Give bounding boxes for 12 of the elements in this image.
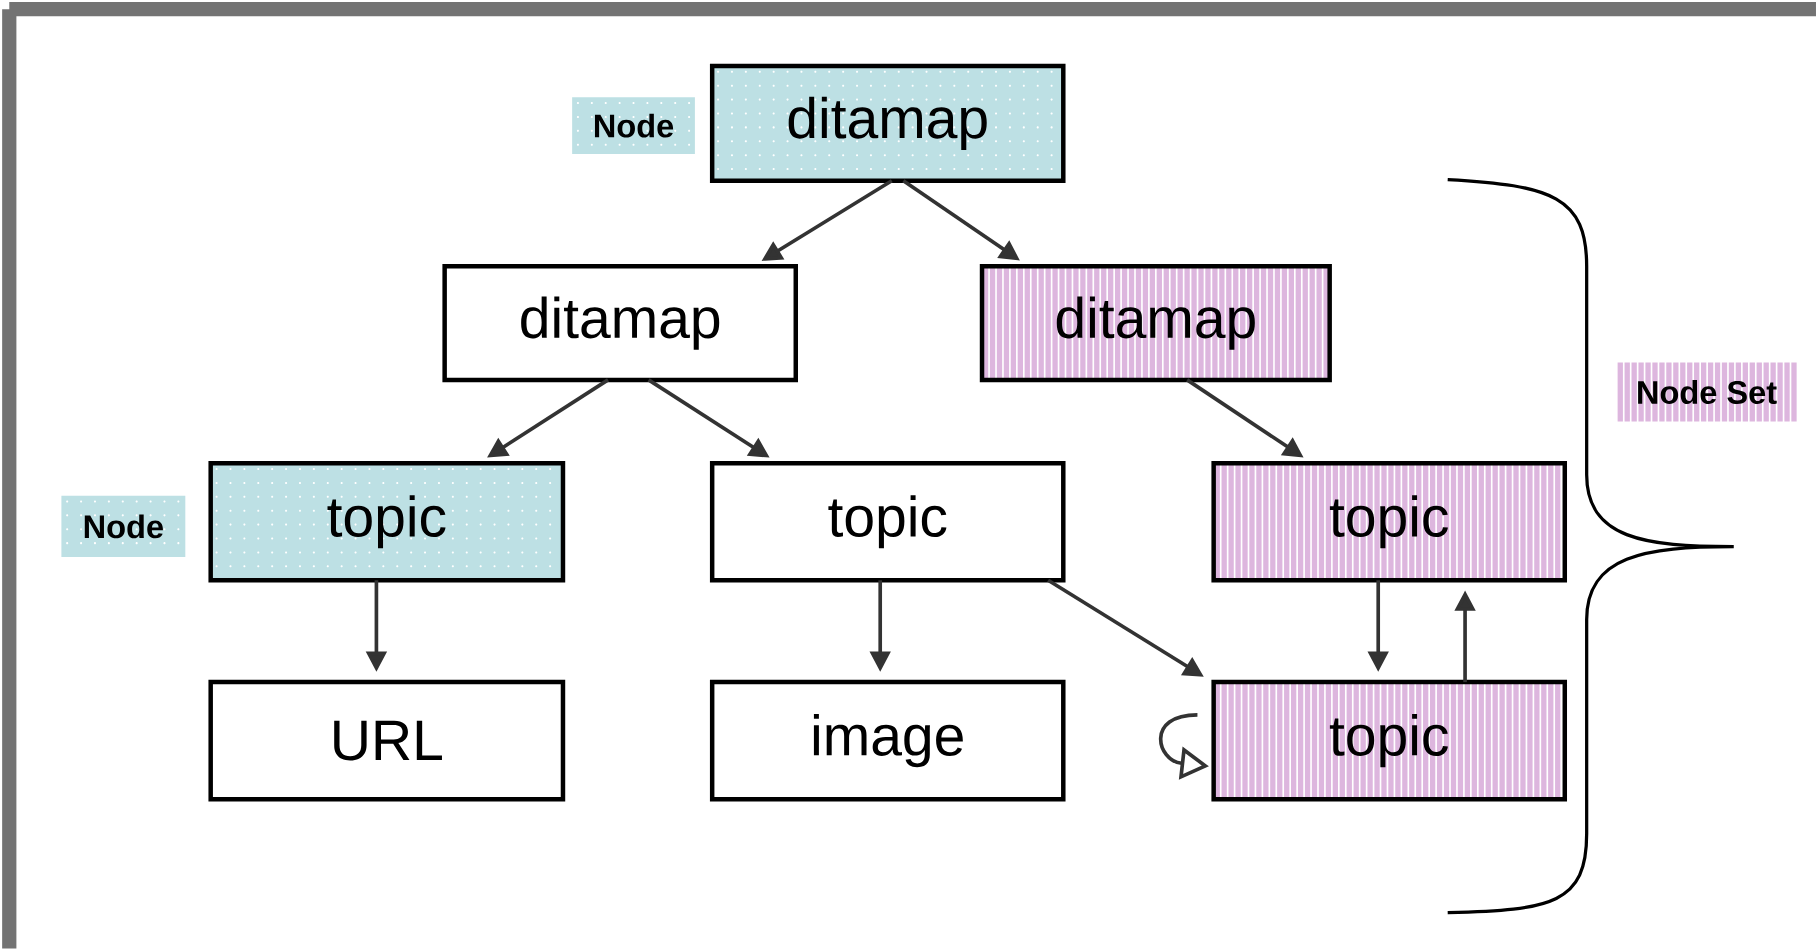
map-box: ditamap [979,264,1332,383]
image-box: image [709,680,1066,802]
key-box: Node [61,495,186,558]
url-box: URL [208,680,566,802]
map-box: ditamap [442,264,798,383]
map-box: ditamap [709,64,1066,184]
key-box: Node Set [1616,360,1797,425]
topic-box: topic [1211,461,1567,583]
key-box: Node [572,97,695,155]
topic-box: topic [709,461,1066,583]
topic-box: topic [1211,680,1567,802]
topic-box: topic [208,461,566,583]
